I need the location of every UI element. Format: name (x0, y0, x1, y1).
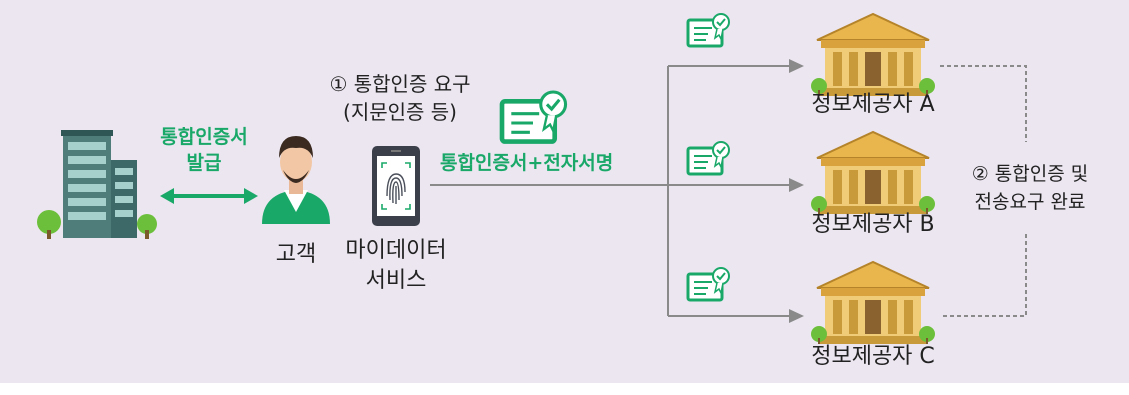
request-label: ① 통합인증 요구 (지문인증 등) (300, 70, 500, 126)
bank-building-icon (810, 13, 936, 97)
certificate-icon (686, 12, 731, 48)
completion-label-line2: 전송요구 완료 (974, 191, 1086, 213)
issue-label-line2: 발급 (186, 152, 222, 174)
provider-b-label: 정보제공자 B (811, 212, 935, 237)
customer-label: 고객 (275, 242, 317, 267)
customer-person-icon (262, 136, 330, 224)
service-label-line2: 서비스 (365, 268, 427, 293)
service-label-line1: 마이데이터 (345, 238, 447, 263)
issue-double-arrow (160, 188, 258, 204)
certificate-icon (686, 140, 731, 176)
provider-a-label: 정보제공자 A (811, 92, 935, 117)
completion-bracket (940, 65, 1027, 317)
cert-signature-label: 통합인증서+전자서명 (440, 152, 614, 174)
bank-building-icon (810, 131, 936, 215)
smartphone-fingerprint-icon (372, 146, 420, 226)
service-label: 마이데이터 서비스 (340, 236, 452, 296)
diagram-background (0, 0, 1129, 383)
request-label-line1: ① 통합인증 요구 (329, 72, 471, 96)
certificate-icon (686, 266, 731, 302)
request-label-line2: (지문인증 등) (343, 100, 457, 124)
arrow-heads (789, 59, 804, 323)
completion-label-line1: ② 통합인증 및 (971, 163, 1089, 185)
certificate-icon (502, 92, 566, 142)
issue-label: 통합인증서 발급 (156, 124, 252, 176)
provider-c-label: 정보제공자 C (811, 344, 935, 369)
issue-label-line1: 통합인증서 (160, 126, 248, 148)
connector-lines (430, 65, 790, 317)
completion-label: ② 통합인증 및 전송요구 완료 (940, 160, 1120, 216)
bank-building-icon (810, 261, 936, 345)
office-building-icon (37, 130, 157, 239)
